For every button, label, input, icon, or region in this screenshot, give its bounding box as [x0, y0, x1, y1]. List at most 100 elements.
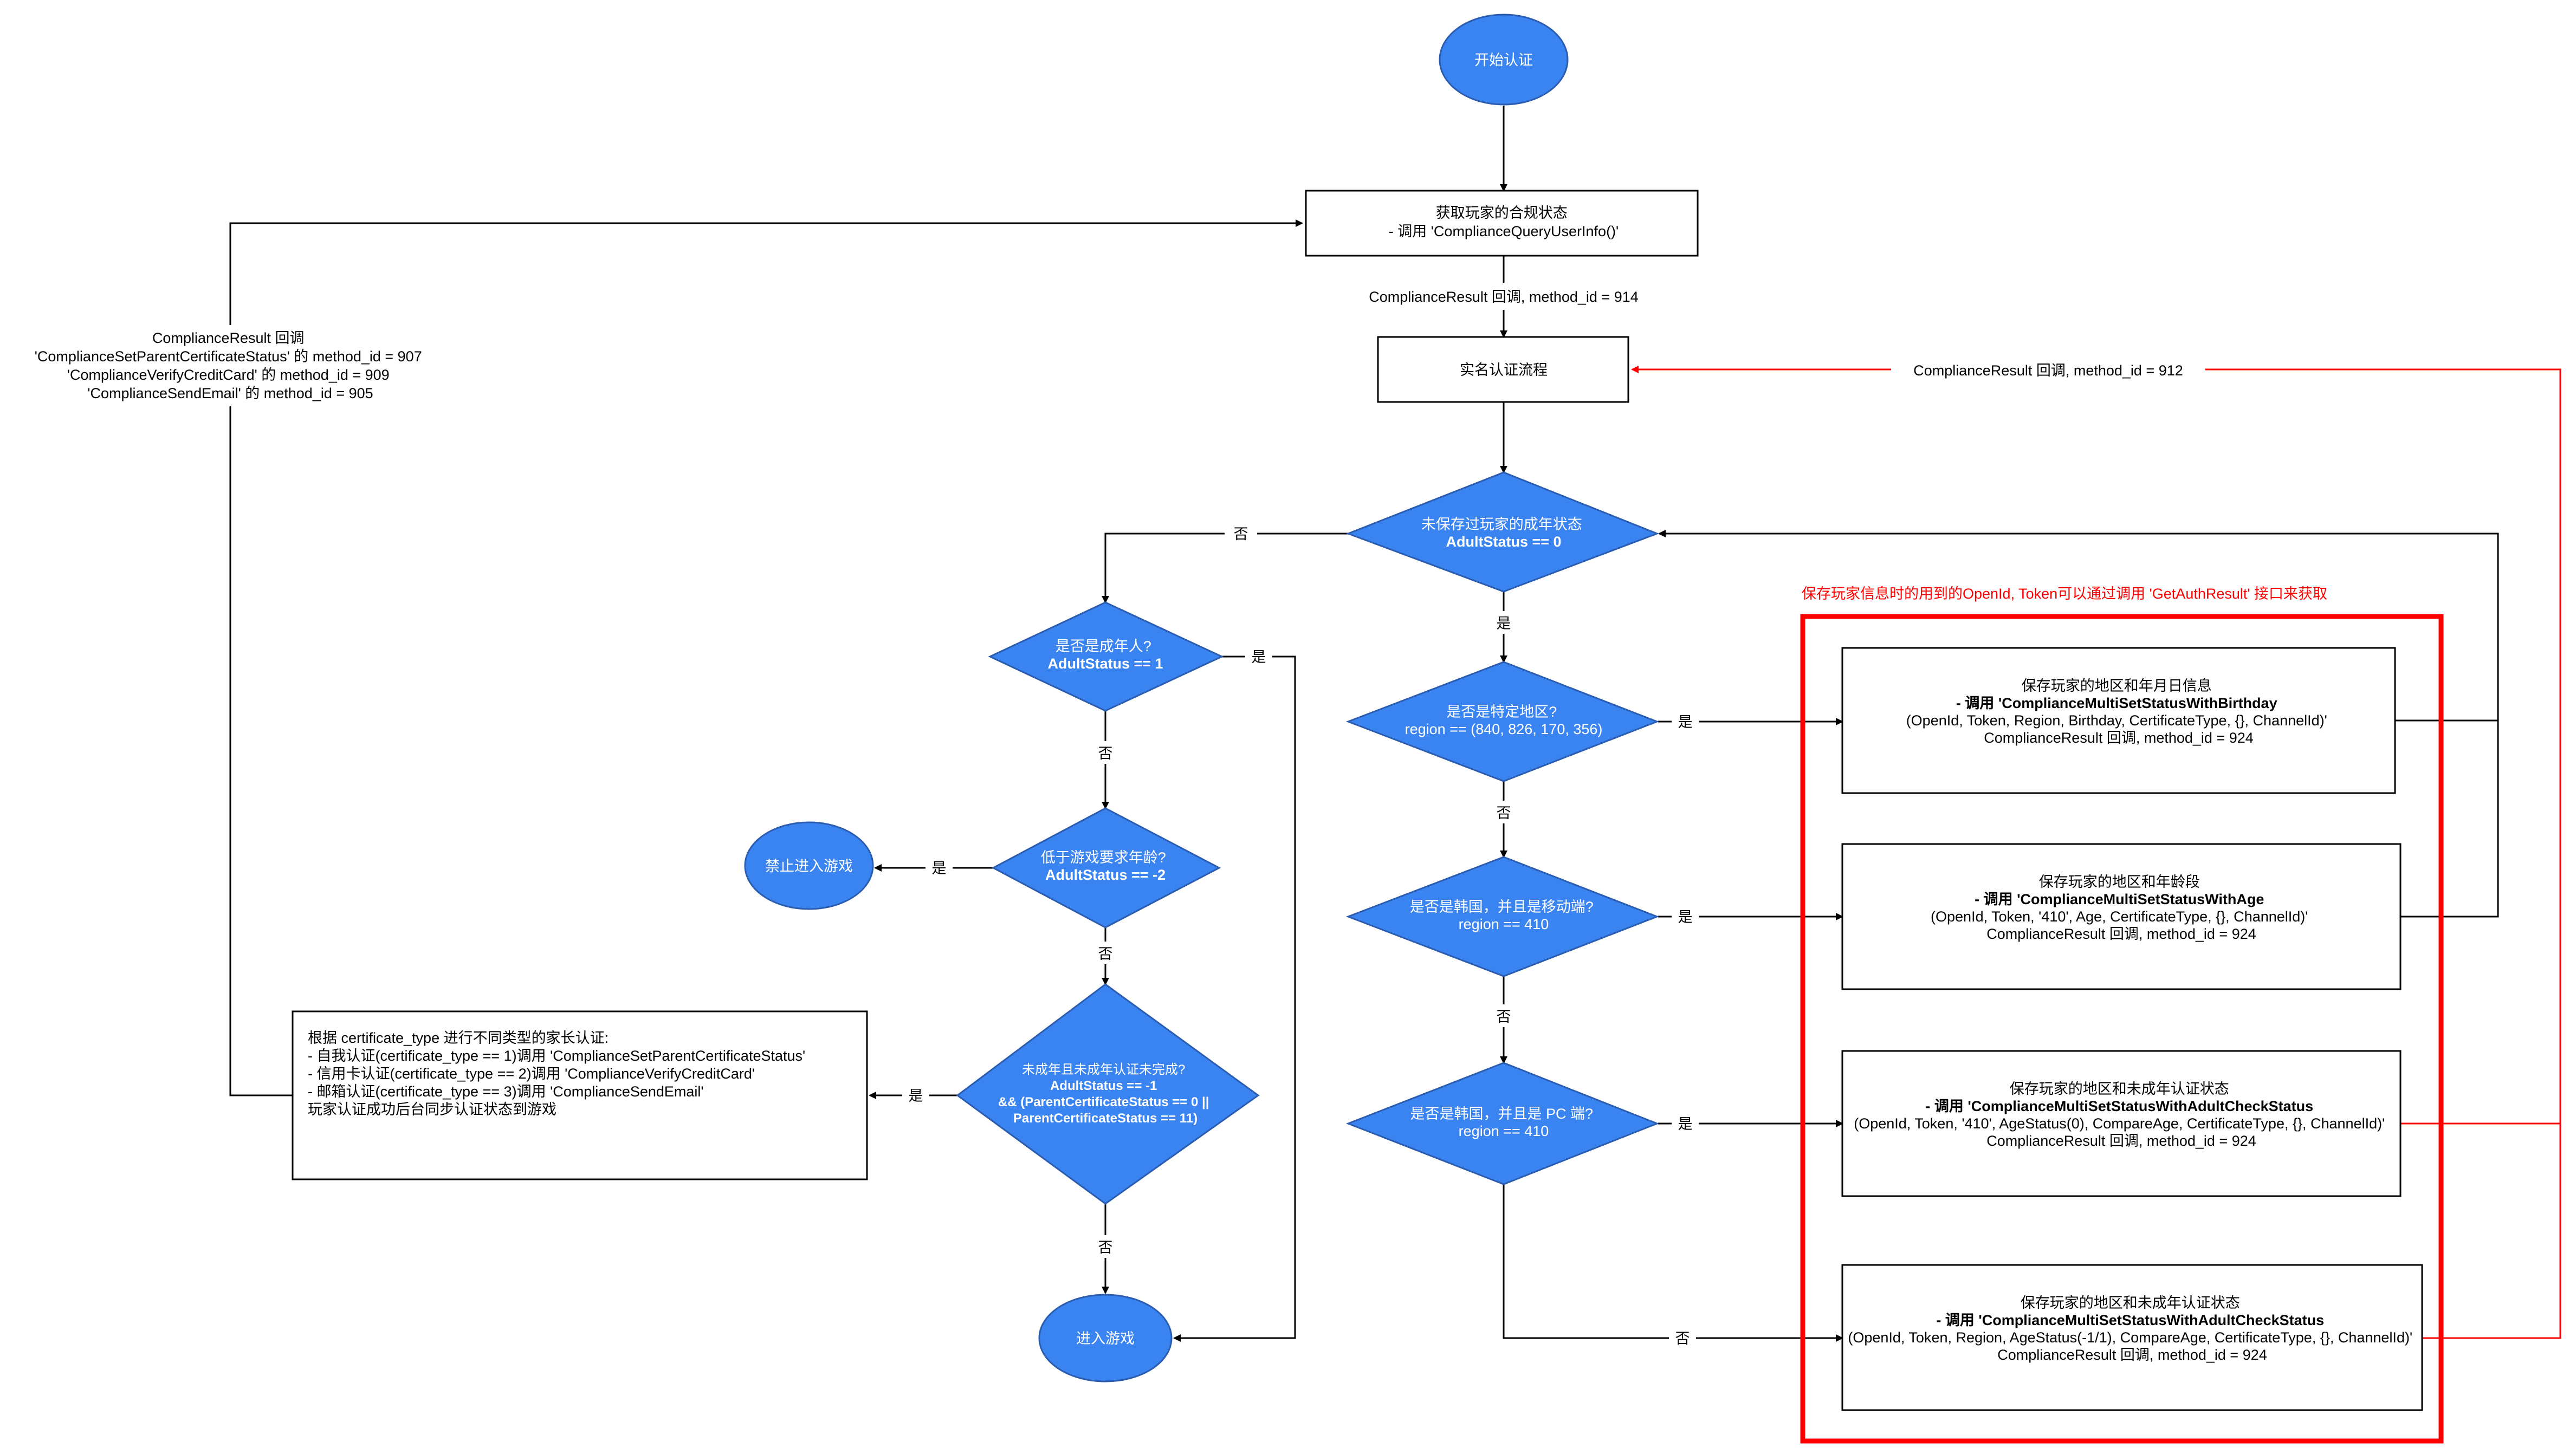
saved-decision: [1345, 471, 1660, 593]
check-region-line-5: ComplianceResult 回调, method_id = 924: [1997, 1347, 2267, 1363]
parent-line-7: 玩家认证成功后台同步认证状态到游戏: [308, 1101, 556, 1118]
label-no-region: 否: [1497, 805, 1511, 821]
parent-line-4: - 信用卡认证(certificate_type == 2)调用 'Compli…: [308, 1066, 755, 1082]
adult-text: 是否是成年人? AdultStatus == 1: [1047, 638, 1163, 672]
age-node: [1841, 843, 2402, 990]
left-callback-line-3: 'ComplianceVerifyCreditCard' 的 method_id…: [67, 367, 390, 383]
label-yes-age: 是: [932, 860, 947, 877]
kr-pc-line-2: region == 410: [1459, 1123, 1549, 1139]
enter-text: 进入游戏: [1076, 1330, 1135, 1347]
minor-line-3: && (ParentCertificateStatus == 0 ||: [998, 1095, 1209, 1109]
label-no-saved: 否: [1234, 526, 1248, 542]
region-line-1: 是否是特定地区?: [1446, 704, 1557, 720]
check-region-line-2: - 调用 'ComplianceMultiSetStatusWithAdultC…: [1936, 1312, 2324, 1328]
adult-line-2: AdultStatus == 1: [1047, 655, 1163, 672]
label-no-adult: 否: [1098, 745, 1113, 762]
start-text: 开始认证: [1474, 52, 1533, 68]
birthday-line-3: (OpenId, Token, Region, Birthday, Certif…: [1906, 712, 2327, 729]
minor-text: 未成年且未成年认证未完成? AdultStatus == -1 && (Pare…: [998, 1062, 1213, 1126]
left-callback-line-1: ComplianceResult 回调: [152, 330, 305, 346]
realname-node: [1377, 336, 1629, 403]
edge-parent-back-to-query: [229, 219, 1303, 1096]
label-no-minor: 否: [1098, 1239, 1113, 1256]
forbid-line: 禁止进入游戏: [765, 858, 853, 874]
enter-node: [1038, 1294, 1173, 1382]
parent-node: [292, 1010, 868, 1180]
kr-mobile-text: 是否是韩国，并且是移动端? region == 410: [1410, 899, 1598, 932]
edge-adult-yes-to-enter: [1173, 655, 1296, 1342]
check-region-text: 保存玩家的地区和未成年认证状态 - 调用 'ComplianceMultiSet…: [1848, 1295, 2416, 1363]
minor-line-1: 未成年且未成年认证未完成?: [1022, 1062, 1185, 1077]
realname-line: 实名认证流程: [1460, 362, 1548, 378]
age-box-line-3: (OpenId, Token, '410', Age, CertificateT…: [1931, 908, 2308, 925]
region-decision: [1345, 661, 1660, 782]
kr-pc-text: 是否是韩国，并且是 PC 端? region == 410: [1410, 1106, 1597, 1139]
query-line-1: 获取玩家的合规状态: [1436, 205, 1568, 221]
check410-line-1: 保存玩家的地区和未成年认证状态: [2010, 1081, 2229, 1097]
age-text: 低于游戏要求年龄? AdultStatus == -2: [1041, 849, 1170, 883]
cb914-label: ComplianceResult 回调, method_id = 914: [1369, 289, 1639, 305]
birthday-text: 保存玩家的地区和年月日信息 - 调用 'ComplianceMultiSetSt…: [1906, 678, 2332, 746]
age-line-2: AdultStatus == -2: [1045, 867, 1166, 883]
parent-line-3: - 自我认证(certificate_type == 1)调用 'Complia…: [308, 1048, 805, 1064]
query-node: [1305, 190, 1699, 257]
check410-node: [1841, 1050, 2402, 1197]
parent-text: 根据 certificate_type 进行不同类型的家长认证: - 自我认证(…: [308, 1030, 810, 1118]
forbid-text: 禁止进入游戏: [765, 858, 853, 874]
forbid-node: [744, 821, 874, 910]
age-decision: [991, 807, 1221, 929]
adult-decision: [988, 601, 1224, 712]
label-yes-adult: 是: [1252, 649, 1266, 665]
birthday-line-2: - 调用 'ComplianceMultiSetStatusWithBirthd…: [1956, 695, 2277, 711]
age-box-line-1: 保存玩家的地区和年龄段: [2039, 874, 2200, 890]
edge-birthday-loop-back: [1658, 530, 2499, 722]
red-edge-checkregion-to-realname: [2422, 1124, 2561, 1339]
region-text: 是否是特定地区? region == (840, 826, 170, 356): [1405, 704, 1603, 737]
region-line-2: region == (840, 826, 170, 356): [1405, 721, 1603, 737]
query-line-2: - 调用 'ComplianceQueryUserInfo()': [1389, 223, 1619, 239]
start-node: [1439, 14, 1569, 106]
birthday-line-1: 保存玩家的地区和年月日信息: [2022, 678, 2212, 694]
label-yes-minor: 是: [909, 1088, 923, 1104]
edge-krpc-to-checkregion: [1503, 1184, 1843, 1342]
saved-line-1: 未保存过玩家的成年状态: [1421, 516, 1582, 533]
label-no-kr-pc: 否: [1675, 1330, 1690, 1347]
age-box-line-2: - 调用 'ComplianceMultiSetStatusWithAge: [1975, 891, 2264, 907]
svg-text:开始认证: 开始认证: [1474, 52, 1533, 68]
age-box-line-5: ComplianceResult 回调, method_id = 924: [1986, 926, 2256, 942]
cb912-label: ComplianceResult 回调, method_id = 912: [1913, 362, 2183, 379]
red-note: 保存玩家信息时的用到的OpenId, Token可以通过调用 'GetAuthR…: [1802, 586, 2327, 602]
label-yes-kr-mobile: 是: [1678, 909, 1693, 925]
age-line-1: 低于游戏要求年龄?: [1041, 849, 1166, 866]
check410-line-5: ComplianceResult 回调, method_id = 924: [1986, 1133, 2256, 1149]
parent-line-5: - 邮箱认证(certificate_type == 3)调用 'Complia…: [308, 1083, 704, 1100]
parent-line-1: 根据 certificate_type 进行不同类型的家长认证:: [308, 1030, 609, 1046]
saved-text: 未保存过玩家的成年状态 AdultStatus == 0: [1421, 516, 1587, 550]
minor-line-2: AdultStatus == -1: [1050, 1079, 1157, 1093]
kr-mobile-line-1: 是否是韩国，并且是移动端?: [1410, 899, 1594, 915]
check410-line-2: - 调用 'ComplianceMultiSetStatusWithAdultC…: [1925, 1098, 2313, 1114]
saved-line-2: AdultStatus == 0: [1446, 534, 1561, 550]
left-callback-line-2: 'ComplianceSetParentCertificateStatus' 的…: [35, 348, 422, 365]
age-box-text: 保存玩家的地区和年龄段 - 调用 'ComplianceMultiSetStat…: [1931, 874, 2312, 942]
label-no-kr-mobile: 否: [1497, 1009, 1511, 1025]
check410-text: 保存玩家的地区和未成年认证状态 - 调用 'ComplianceMultiSet…: [1854, 1081, 2389, 1149]
highlight-frame: [1800, 614, 2444, 1444]
flow-nodes: [292, 14, 2423, 1411]
check-region-line-3: (OpenId, Token, Region, AgeStatus(-1/1),…: [1848, 1329, 2412, 1346]
query-text: 获取玩家的合规状态 - 调用 'ComplianceQueryUserInfo(…: [1389, 205, 1619, 239]
start-line: 开始认证: [1474, 52, 1533, 68]
kr-pc-line-1: 是否是韩国，并且是 PC 端?: [1410, 1106, 1593, 1122]
minor-decision: [956, 983, 1260, 1205]
birthday-line-5: ComplianceResult 回调, method_id = 924: [1984, 730, 2254, 746]
edge-labels: ComplianceResult 回调, method_id = 914 Com…: [11, 283, 2327, 1349]
minor-line-4: ParentCertificateStatus == 11): [1013, 1111, 1198, 1126]
check-region-node: [1841, 1264, 2423, 1411]
left-callback-line-4: 'ComplianceSendEmail' 的 method_id = 905: [87, 385, 373, 401]
adult-line-1: 是否是成年人?: [1056, 638, 1151, 654]
check-region-line-1: 保存玩家的地区和未成年认证状态: [2021, 1295, 2240, 1311]
kr-mobile-decision: [1345, 856, 1660, 977]
left-callback-label: ComplianceResult 回调 'ComplianceSetParent…: [35, 330, 426, 401]
edge-age-loop-back: [2400, 720, 2499, 918]
